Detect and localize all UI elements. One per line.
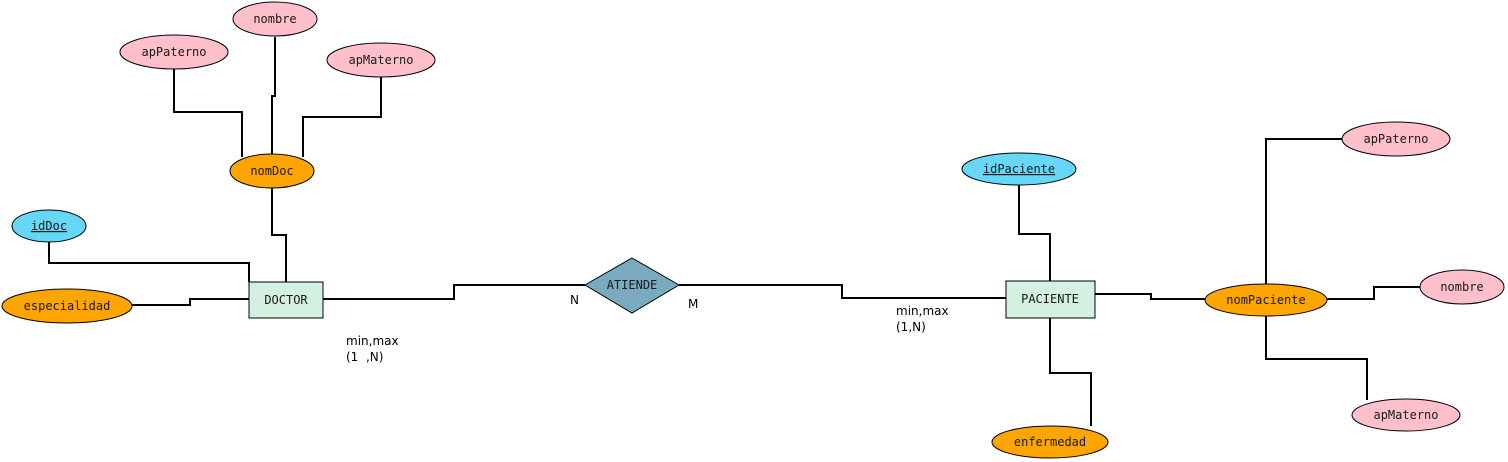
line-paciente-enfermedad bbox=[1049, 318, 1092, 426]
attr-paciente-appaterno[interactable]: apPaterno bbox=[1341, 121, 1451, 157]
cardinality-paciente-side: M bbox=[688, 297, 698, 311]
attr-paciente-appaterno-label: apPaterno bbox=[1363, 132, 1428, 146]
minmax-doctor-label: min,max bbox=[346, 334, 399, 348]
attr-doctor-nomdoc-label: nomDoc bbox=[250, 164, 293, 178]
attr-doctor-iddoc-shape bbox=[11, 209, 87, 243]
attr-doctor-especialidad-label: especialidad bbox=[24, 299, 111, 313]
entity-doctor-label: DOCTOR bbox=[264, 293, 308, 307]
entity-paciente-label: PACIENTE bbox=[1021, 292, 1079, 306]
attr-paciente-nompaciente-label: nomPaciente bbox=[1226, 293, 1305, 307]
line-paciente-nompaciente bbox=[1095, 293, 1205, 300]
relationship-atiende-label: ATIENDE bbox=[607, 278, 658, 292]
attr-doctor-iddoc-label: idDoc bbox=[31, 219, 67, 233]
attr-doctor-appaterno-shape bbox=[119, 34, 229, 70]
attr-paciente-enfermedad-label: enfermedad bbox=[1014, 435, 1086, 449]
attr-paciente-apmaterno-label: apMaterno bbox=[1373, 408, 1438, 422]
attr-doctor-iddoc[interactable]: idDoc bbox=[11, 209, 87, 243]
entity-paciente[interactable]: PACIENTE bbox=[1005, 280, 1096, 319]
attr-paciente-nombre-label: nombre bbox=[1440, 280, 1483, 294]
connector-lines bbox=[48, 37, 1420, 426]
attr-doctor-appaterno[interactable]: apPaterno bbox=[119, 34, 229, 70]
attr-doctor-apmaterno-shape bbox=[326, 42, 436, 78]
minmax-doctor-value: (1 ,N) bbox=[346, 350, 383, 364]
line-apmaterno-nomdoc bbox=[302, 76, 382, 157]
attr-paciente-nompaciente-shape bbox=[1204, 283, 1328, 317]
line-nompaciente-nombre bbox=[1327, 286, 1420, 300]
entity-paciente-shape bbox=[1005, 280, 1096, 319]
attr-doctor-nomdoc[interactable]: nomDoc bbox=[229, 153, 315, 189]
relationship-atiende-shape bbox=[584, 257, 680, 314]
attr-paciente-enfermedad-shape bbox=[991, 425, 1109, 459]
attr-paciente-enfermedad[interactable]: enfermedad bbox=[991, 425, 1109, 459]
attr-paciente-appaterno-shape bbox=[1341, 121, 1451, 157]
attr-doctor-nombre-label: nombre bbox=[253, 12, 296, 26]
entity-doctor-shape bbox=[248, 281, 324, 319]
cardinality-doctor-side: N bbox=[570, 293, 579, 307]
attr-paciente-idpaciente-shape bbox=[961, 152, 1077, 186]
line-idpaciente-paciente bbox=[1018, 185, 1051, 281]
line-especialidad-doctor bbox=[132, 298, 249, 306]
attr-paciente-nombre[interactable]: nombre bbox=[1419, 269, 1505, 305]
line-nombre-nomdoc bbox=[271, 37, 276, 155]
line-doctor-atiende bbox=[323, 284, 585, 300]
attr-paciente-apmaterno[interactable]: apMaterno bbox=[1351, 398, 1461, 432]
line-nompaciente-appaterno bbox=[1265, 138, 1343, 284]
entity-doctor[interactable]: DOCTOR bbox=[248, 281, 324, 319]
attr-doctor-especialidad-shape bbox=[1, 288, 133, 324]
attr-doctor-nomdoc-shape bbox=[229, 153, 315, 189]
attr-paciente-apmaterno-shape bbox=[1351, 398, 1461, 432]
attr-paciente-idpaciente-label: idPaciente bbox=[983, 162, 1055, 176]
attr-doctor-apmaterno-label: apMaterno bbox=[348, 53, 413, 67]
line-iddoc-doctor bbox=[48, 241, 250, 282]
relationship-atiende[interactable]: ATIENDE bbox=[584, 257, 680, 314]
line-atiende-paciente bbox=[679, 284, 1006, 299]
attr-paciente-nompaciente[interactable]: nomPaciente bbox=[1204, 283, 1328, 317]
attr-doctor-apmaterno[interactable]: apMaterno bbox=[326, 42, 436, 78]
attr-paciente-idpaciente[interactable]: idPaciente bbox=[961, 152, 1077, 186]
line-nomdoc-doctor bbox=[271, 187, 287, 282]
attr-doctor-nombre-shape bbox=[232, 1, 318, 37]
attr-doctor-especialidad[interactable]: especialidad bbox=[1, 288, 133, 324]
line-nompaciente-apmaterno bbox=[1265, 316, 1368, 400]
attr-paciente-nombre-shape bbox=[1419, 269, 1505, 305]
minmax-paciente-label: min,max bbox=[896, 304, 949, 318]
attr-doctor-nombre[interactable]: nombre bbox=[232, 1, 318, 37]
line-appaterno-nomdoc bbox=[173, 68, 243, 157]
minmax-paciente-value: (1,N) bbox=[896, 320, 926, 334]
attr-doctor-appaterno-label: apPaterno bbox=[141, 45, 206, 59]
